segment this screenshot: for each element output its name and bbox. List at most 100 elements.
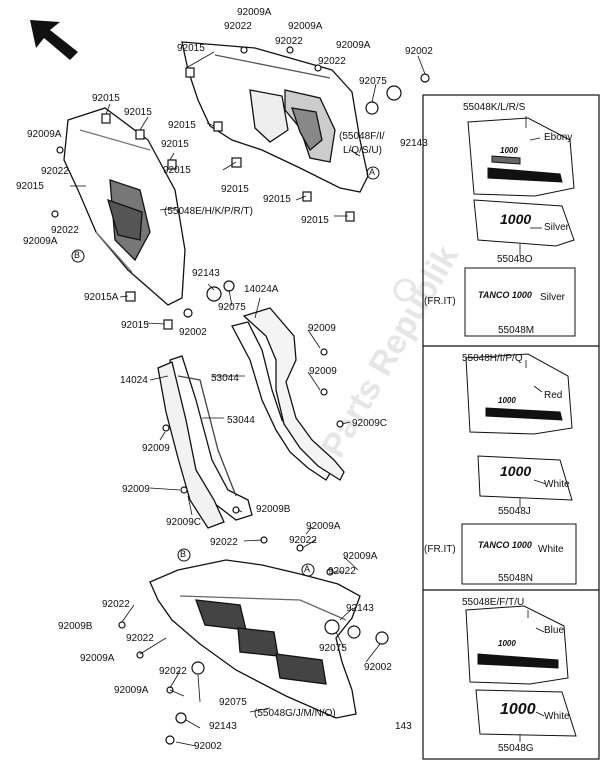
part-label: 92015 bbox=[16, 181, 44, 192]
part-label: 92009A bbox=[306, 521, 341, 532]
decal-color-label: Ebony bbox=[544, 132, 573, 143]
part-label: 92075 bbox=[218, 302, 246, 313]
part-label: 92015 bbox=[263, 194, 291, 205]
reference-mark-a: A bbox=[304, 564, 311, 574]
decal-part-number: 55048J bbox=[498, 506, 531, 517]
decal-logo-text: 1000 bbox=[500, 701, 536, 718]
part-label: 92022 bbox=[51, 225, 79, 236]
part-label: 53044 bbox=[211, 373, 239, 384]
part-label: 92015 bbox=[161, 139, 189, 150]
part-label: 92015 bbox=[121, 320, 149, 331]
part-label: 92009 bbox=[308, 323, 336, 334]
decal-leaders bbox=[519, 116, 547, 742]
reference-mark-a: A bbox=[369, 167, 376, 177]
part-label: 92015 bbox=[301, 215, 329, 226]
part-label: 92009C bbox=[352, 418, 388, 429]
part-label: 92143 bbox=[346, 603, 374, 614]
part-label: 92022 bbox=[328, 566, 356, 577]
part-label: 53044 bbox=[227, 415, 255, 426]
part-label: 92002 bbox=[405, 46, 433, 57]
reference-marks bbox=[71, 166, 380, 577]
part-label: 92022 bbox=[41, 166, 69, 177]
leader-lines bbox=[70, 51, 426, 747]
watermark-text: Parts Republik bbox=[314, 239, 466, 464]
part-label: 92015 bbox=[177, 43, 205, 54]
decal-part-number: 55048M bbox=[498, 325, 535, 336]
decal-part-header: 55048K/L/R/S bbox=[463, 102, 526, 113]
part-label: 92002 bbox=[364, 662, 392, 673]
part-label: 92015 bbox=[168, 120, 196, 131]
decal-color-label: Blue bbox=[544, 625, 565, 636]
part-label: 92009A bbox=[336, 40, 371, 51]
part-label: 92143 bbox=[192, 268, 220, 279]
part-label: 92022 bbox=[289, 535, 317, 546]
decal-logo-text: 1000 bbox=[500, 146, 518, 155]
part-label: 92022 bbox=[126, 633, 154, 644]
part-label: 92009B bbox=[58, 621, 93, 632]
lower-cowling bbox=[149, 559, 361, 719]
part-label: 92022 bbox=[224, 21, 252, 32]
part-label: 92022 bbox=[275, 36, 303, 47]
part-label: 92015A bbox=[84, 292, 119, 303]
part-label: L/Q/S/U) bbox=[343, 145, 382, 156]
part-label: (55048F/I/ bbox=[339, 131, 385, 142]
decal-color-label: White bbox=[544, 711, 570, 722]
decal-logo-text: 1000 bbox=[498, 396, 516, 405]
part-label: 92075 bbox=[319, 643, 347, 654]
part-label: 92015 bbox=[163, 165, 191, 176]
part-label: 14024 bbox=[120, 375, 148, 386]
part-label: 92009 bbox=[309, 366, 337, 377]
watermark: Parts Republik bbox=[314, 239, 466, 464]
decal-color-label: Red bbox=[544, 390, 563, 401]
part-label: 92002 bbox=[194, 741, 222, 752]
part-label: 92009 bbox=[122, 484, 150, 495]
part-label: (55048G/J/M/N/O) bbox=[254, 708, 336, 719]
part-label: 92009 bbox=[142, 443, 170, 454]
part-label: 92002 bbox=[179, 327, 207, 338]
decal-part-number: 55048O bbox=[497, 254, 533, 265]
reference-mark-b: B bbox=[74, 250, 81, 260]
decal-part-number: 55048N bbox=[498, 573, 534, 584]
part-label: 92009A bbox=[23, 236, 58, 247]
decal-logo-text: 1000 bbox=[500, 463, 532, 479]
part-label: 92022 bbox=[318, 56, 346, 67]
upper-inner-cowling bbox=[181, 41, 369, 193]
decal-logo-text: 1000 bbox=[498, 639, 516, 648]
part-label: 92075 bbox=[359, 76, 387, 87]
part-label: 92143 bbox=[400, 138, 428, 149]
part-label: 143 bbox=[395, 721, 412, 732]
decal-graphics bbox=[461, 117, 577, 737]
part-label: 92022 bbox=[210, 537, 238, 548]
part-label: 92009C bbox=[166, 517, 202, 528]
part-label: 92143 bbox=[209, 721, 237, 732]
decal-logo-text: TANCO 1000 bbox=[478, 540, 532, 550]
decal-part-number: 55048G bbox=[498, 743, 534, 754]
decal-color-label: Silver bbox=[540, 292, 566, 303]
part-label: 92022 bbox=[102, 599, 130, 610]
cowling-brackets bbox=[157, 307, 345, 529]
part-label: 14024A bbox=[244, 284, 279, 295]
decal-part-header: 55048E/F/T/U bbox=[462, 597, 525, 608]
part-label: 92009A bbox=[343, 551, 378, 562]
part-label: 92009A bbox=[114, 685, 149, 696]
decal-logo-text: 1000 bbox=[500, 211, 532, 227]
part-label: 92015 bbox=[92, 93, 120, 104]
part-label: 92022 bbox=[159, 666, 187, 677]
decal-color-label: White bbox=[544, 479, 570, 490]
part-label: 92009B bbox=[256, 504, 291, 515]
region-label: (FR.IT) bbox=[424, 296, 456, 307]
decal-part-header: 55048H/I/P/Q bbox=[462, 353, 523, 364]
region-label: (FR.IT) bbox=[424, 544, 456, 555]
part-label: (55048E/H/K/P/R/T) bbox=[164, 206, 253, 217]
part-label: 92009A bbox=[237, 7, 272, 18]
front-direction-arrow-icon bbox=[30, 20, 78, 60]
decal-logo-text: TANCO 1000 bbox=[478, 290, 532, 300]
part-label: 92015 bbox=[221, 184, 249, 195]
part-label: 92009A bbox=[80, 653, 115, 664]
decal-frame bbox=[422, 94, 600, 760]
decal-color-label: White bbox=[538, 544, 564, 555]
reference-mark-b: B bbox=[180, 549, 187, 559]
part-label: 92009A bbox=[27, 129, 62, 140]
decal-color-label: Silver bbox=[544, 222, 570, 233]
